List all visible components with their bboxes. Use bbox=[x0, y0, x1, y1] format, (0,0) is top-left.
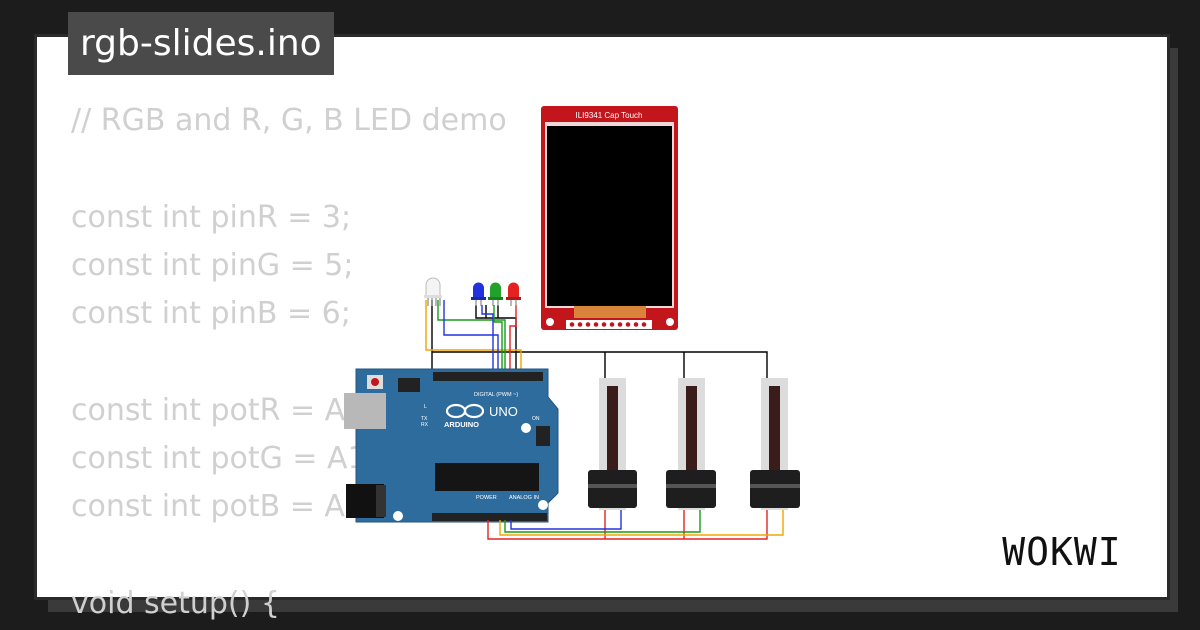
slide-pot-3[interactable] bbox=[750, 378, 800, 510]
digital-label: DIGITAL (PWM ~) bbox=[474, 392, 518, 398]
wire-orange bbox=[499, 510, 784, 536]
wire-orange bbox=[425, 300, 522, 370]
mount-hole bbox=[546, 318, 554, 326]
power-label: POWER bbox=[476, 495, 497, 501]
code-line: const int pinB = 6; bbox=[71, 296, 351, 332]
arduino-logo-icon bbox=[445, 403, 485, 419]
digital-header bbox=[433, 372, 543, 381]
arduino-uno[interactable]: UNO ARDUINO DIGITAL (PWM ~) POWER ANALOG… bbox=[344, 368, 559, 523]
wokwi-logo-text: WOKWI bbox=[1002, 530, 1121, 574]
board-brand: ARDUINO bbox=[444, 420, 479, 429]
l-label: L bbox=[424, 404, 427, 410]
code-line: void setup() { bbox=[71, 585, 280, 621]
led-red[interactable] bbox=[506, 282, 521, 306]
icsp2-header bbox=[536, 426, 550, 446]
mount-hole bbox=[666, 318, 674, 326]
code-line: const int potB = A2; bbox=[71, 489, 375, 525]
led-wires bbox=[425, 300, 522, 370]
wire-blue bbox=[510, 510, 622, 530]
rgb-led[interactable] bbox=[424, 277, 442, 306]
wire-blue bbox=[443, 300, 499, 370]
wire-red bbox=[487, 510, 768, 540]
tx-label: TX bbox=[421, 416, 428, 422]
tft-display[interactable]: ILI9341 Cap Touch bbox=[541, 106, 678, 330]
led-blue[interactable] bbox=[471, 282, 486, 306]
display-label: ILI9341 Cap Touch bbox=[575, 111, 642, 120]
rx-label: RX bbox=[421, 422, 429, 428]
display-screen bbox=[547, 126, 672, 306]
slide-pot-2[interactable] bbox=[666, 378, 716, 510]
code-line: // RGB and R, G, B LED demo bbox=[71, 103, 507, 138]
display-header bbox=[566, 320, 652, 329]
led-green[interactable] bbox=[488, 282, 503, 306]
analog-wires bbox=[487, 510, 784, 540]
display-pins bbox=[569, 322, 647, 327]
filename-label: rgb-slides.ino bbox=[68, 12, 334, 75]
wire-black bbox=[431, 300, 768, 380]
on-label: ON bbox=[532, 416, 540, 422]
wokwi-logo: WOKWI bbox=[1002, 530, 1121, 574]
atmega-chip bbox=[435, 463, 539, 491]
code-line: const int pinG = 5; bbox=[71, 247, 354, 283]
code-line: const int pinR = 3; bbox=[71, 199, 352, 235]
wire-green bbox=[504, 510, 701, 533]
board-name: UNO bbox=[489, 404, 518, 419]
display-ribbon bbox=[574, 306, 646, 318]
icsp-header bbox=[398, 378, 420, 392]
slide-pot-1[interactable] bbox=[588, 378, 637, 510]
analog-label: ANALOG IN bbox=[509, 495, 539, 501]
wire-blue bbox=[481, 305, 494, 370]
usb-port bbox=[344, 393, 386, 429]
wire-red bbox=[509, 305, 517, 370]
wire-green bbox=[437, 300, 506, 370]
analog-header bbox=[432, 513, 547, 521]
wire-green bbox=[493, 305, 503, 370]
